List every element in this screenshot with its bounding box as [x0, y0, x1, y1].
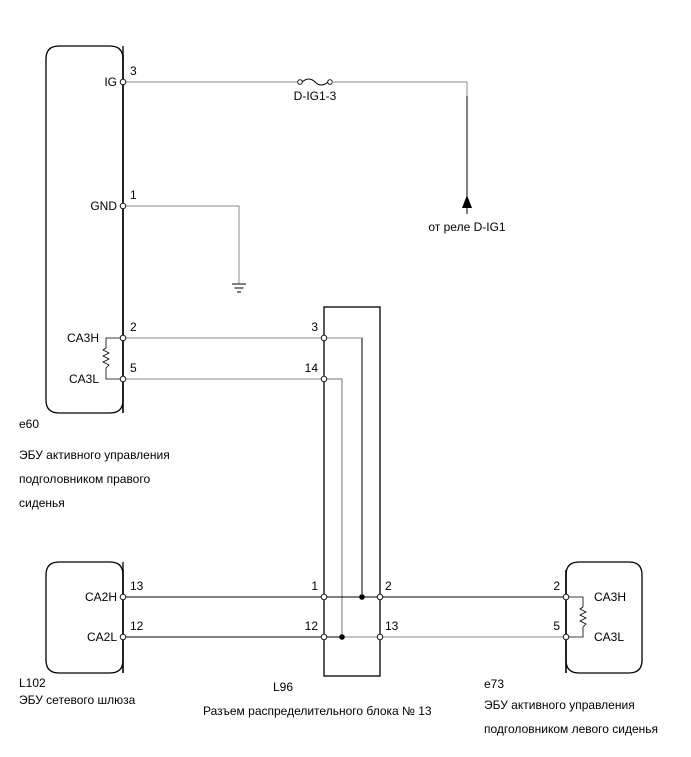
source-label: от реле D-IG1: [428, 220, 506, 234]
e73-id: e73: [484, 677, 505, 691]
pin-terminals: [119, 78, 570, 641]
junction-dot: [339, 634, 345, 640]
L96-pin-12: 12: [305, 619, 319, 633]
L102-box: [45, 561, 124, 674]
wire-L96-3-to-2: [324, 337, 363, 597]
e60-pin-number-ca3h: 2: [130, 320, 137, 334]
e60-pin-number-ca3l: 5: [130, 361, 137, 375]
e60-description-line: подголовником правого: [19, 472, 151, 486]
pin-terminal: [119, 202, 127, 210]
e73-box: [565, 561, 643, 674]
L96-description: Разъем распределительного блока № 13: [203, 704, 432, 718]
L96-pin-13: 13: [385, 619, 399, 633]
e60-description-line: сиденья: [19, 496, 65, 510]
L96-box: [323, 306, 381, 677]
pin-terminal: [119, 334, 127, 342]
e60-pin-name-ca3l: CA3L: [69, 372, 99, 386]
e60-id: e60: [19, 417, 40, 431]
L96-pin-3: 3: [311, 320, 318, 334]
e60-pin-name-ig: IG: [104, 75, 117, 89]
e60-box: [45, 45, 124, 414]
e73-pin-name-ca3h: CA3H: [594, 590, 626, 604]
L96-pin-2: 2: [385, 579, 392, 593]
fuse-symbol: [301, 78, 329, 86]
wire-L96-14-to-13: [324, 378, 343, 637]
L102-description: ЭБУ сетевого шлюза: [19, 693, 136, 707]
e73-description-line: ЭБУ активного управления: [484, 698, 635, 712]
e73-resistor-icon: [579, 606, 587, 628]
e60-description-line: ЭБУ активного управления: [19, 448, 170, 462]
e60-pin-name-ca3h: CA3H: [67, 331, 99, 345]
e73-pin-number-ca3l: 5: [553, 619, 560, 633]
e60-resistor-lead: [105, 368, 123, 380]
e60-resistor-icon: [102, 347, 110, 369]
L96-pin-1: 1: [311, 579, 318, 593]
L102-pin-name-ca2h: CA2H: [85, 590, 117, 604]
pin-terminal: [320, 593, 328, 601]
wire-gnd: [123, 205, 240, 284]
e73-pin-name-ca3l: CA3L: [594, 630, 624, 644]
pin-terminal: [320, 633, 328, 641]
e73-resistor-lead: [566, 627, 584, 638]
L102-pin-number-ca2l: 12: [130, 619, 144, 633]
e73-description-line: подголовником левого сиденья: [484, 722, 659, 736]
L102-pin-number-ca2h: 13: [130, 579, 144, 593]
L96-pin-14: 14: [305, 361, 319, 375]
pin-terminal: [119, 78, 127, 86]
e60-resistor-lead: [105, 337, 123, 348]
e60-pin-number-gnd: 1: [130, 188, 137, 202]
e60-pin-number-ig: 3: [130, 64, 137, 78]
ground-icon: [232, 283, 246, 293]
pin-terminal: [119, 375, 127, 383]
fuse-terminal-left: [297, 79, 303, 85]
e73-resistor-lead: [566, 596, 584, 607]
L96-id: L96: [273, 680, 294, 694]
L102-id: L102: [19, 676, 46, 690]
fuse-label: D-IG1-3: [294, 89, 337, 103]
pin-terminal: [376, 593, 384, 601]
pin-terminal: [562, 593, 570, 601]
pin-terminal: [376, 633, 384, 641]
pin-terminal: [119, 593, 127, 601]
pin-terminal: [320, 334, 328, 342]
e73-pin-number-ca3h: 2: [553, 579, 560, 593]
pin-terminal: [562, 633, 570, 641]
e60-pin-name-gnd: GND: [90, 199, 117, 213]
pin-terminal: [320, 375, 328, 383]
fuse-terminal-right: [327, 79, 333, 85]
arrow-up-icon: [462, 195, 472, 208]
L102-pin-name-ca2l: CA2L: [87, 630, 117, 644]
pin-terminal: [119, 633, 127, 641]
junction-dot: [359, 594, 365, 600]
